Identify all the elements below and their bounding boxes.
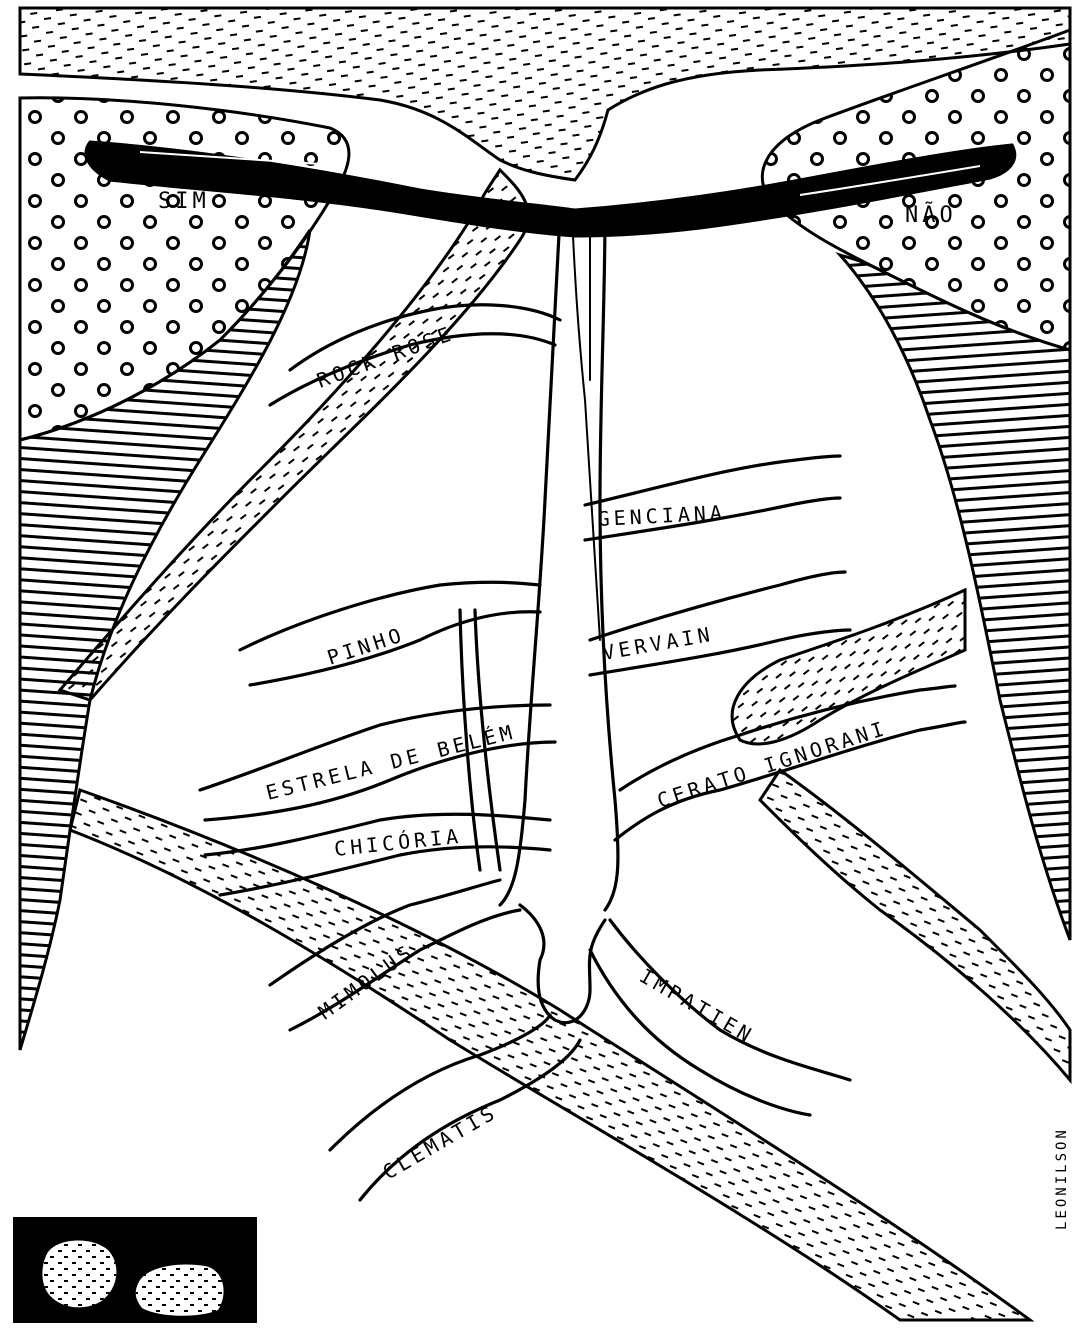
label-estrela: ESTRELA DE BELÉM xyxy=(263,719,518,804)
label-nao: NÃO xyxy=(905,201,957,228)
branch-estrela: ESTRELA DE BELÉM xyxy=(200,705,555,820)
label-pinho: PINHO xyxy=(324,622,408,670)
central-trunk xyxy=(460,215,618,1023)
label-genciana: GENCIANA xyxy=(597,500,726,531)
branch-genciana: GENCIANA xyxy=(585,456,840,540)
label-clematis: CLEMATIS xyxy=(379,1099,502,1184)
artist-signature: LEONILSON xyxy=(1054,1127,1070,1230)
label-sim: SIM xyxy=(158,189,210,214)
black-box-stones xyxy=(14,1218,256,1322)
branch-pinho: PINHO xyxy=(240,582,540,685)
